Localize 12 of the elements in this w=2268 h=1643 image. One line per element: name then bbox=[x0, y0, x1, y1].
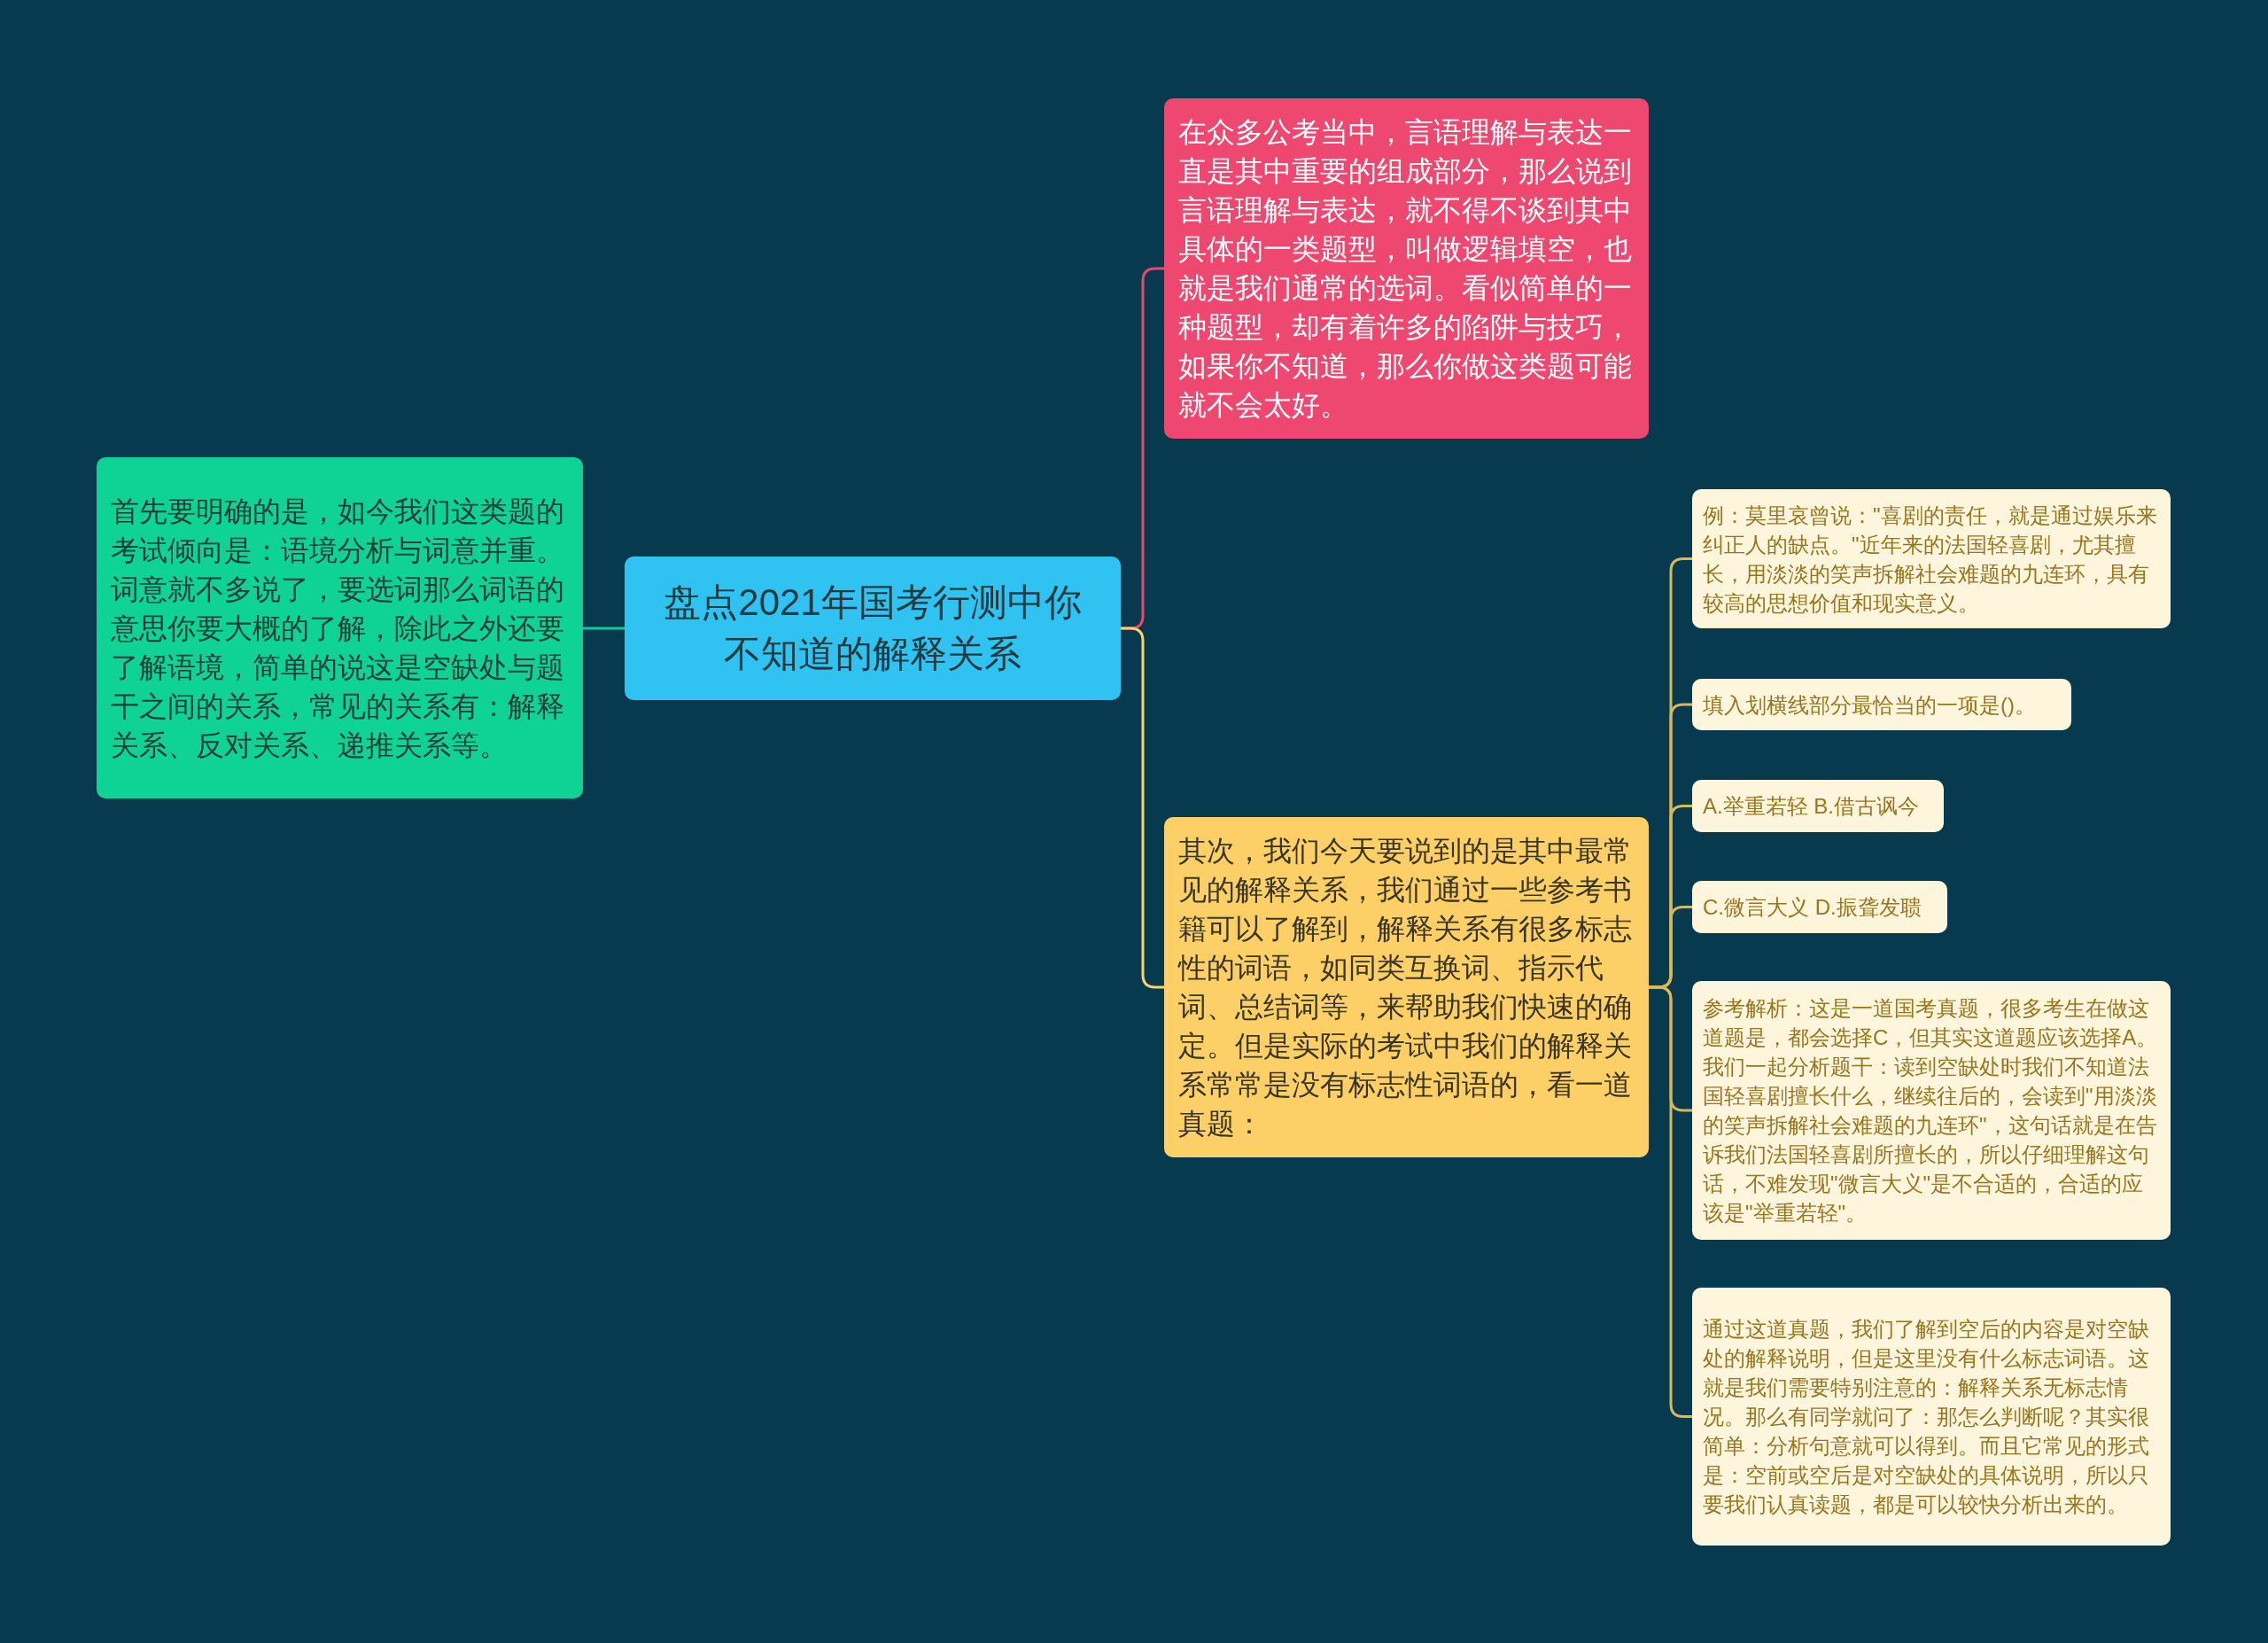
connector-line bbox=[1121, 627, 1164, 989]
leaf-box: 例：莫里哀曾说："喜剧的责任，就是通过娱乐来纠正人的缺点。"近年来的法国轻喜剧，尤其擅长，用淡淡的笑声拆解社会难题的九连环，具有较高的思想价值和现实意义。 bbox=[1692, 489, 2171, 628]
leaf-box: 参考解析：这是一道国考真题，很多考生在做这道题是，都会选择C，但其实这道题应该选择A。我们一起分析题干：读到空缺处时我们不知道法国轻喜剧擅长什么，继续往后的，会读到"用淡淡的笑声拆解社会难题的九连环"，这句话就是在告诉我们法国轻喜剧所擅长的，所以仔细理解这句话，不难发现"微言大义"是不合适的，合适的应该是"举重若轻"。 bbox=[1692, 981, 2171, 1240]
leaf-box: 通过这道真题，我们了解到空后的内容是对空缺处的解释说明，但是这里没有什么标志词语。这就是我们需要特别注意的：解释关系无标志情况。那么有同学就问了：那怎么判断呢？其实很简单：分析句意就可以得到。而且它常见的形式是：空前或空后是对空缺处的具体说明，所以只要我们认真读题，都是可以较快分析出来的。 bbox=[1692, 1288, 2171, 1546]
topic-box: 盘点2021年国考行测中你不知道的解释关系 bbox=[625, 557, 1121, 700]
branch-box: 首先要明确的是，如今我们这类题的考试倾向是：语境分析与词意并重。词意就不多说了，要选词那么词语的意思你要大概的了解，除此之外还要了解语境，简单的说这是空缺处与题干之间的关系，常见的关系有：解释关系、反对关系、递推关系等。 bbox=[97, 457, 583, 798]
leaf-box: 填入划横线部分最恰当的一项是()。 bbox=[1692, 679, 2071, 730]
leaf-box: A.举重若轻 B.借古讽今 bbox=[1692, 780, 1944, 832]
connector-line bbox=[583, 627, 625, 630]
leaf-box: C.微言大义 D.振聋发聩 bbox=[1692, 881, 1947, 933]
branch-box: 在众多公考当中，言语理解与表达一直是其中重要的组成部分，那么说到言语理解与表达，就不得不谈到其中具体的一类题型，叫做逻辑填空，也就是我们通常的选词。看似简单的一种题型，却有着许多的陷阱与技巧，如果你不知道，那么你做这类题可能就不会太好。 bbox=[1164, 98, 1649, 439]
branch-box: 其次，我们今天要说到的是其中最常见的解释关系，我们通过一些参考书籍可以了解到，解释关系有很多标志性的词语，如同类互换词、指示代词、总结词等，来帮助我们快速的确定。但是实际的考试中我们的解释关系常常是没有标志性词语的，看一道真题： bbox=[1164, 817, 1649, 1157]
